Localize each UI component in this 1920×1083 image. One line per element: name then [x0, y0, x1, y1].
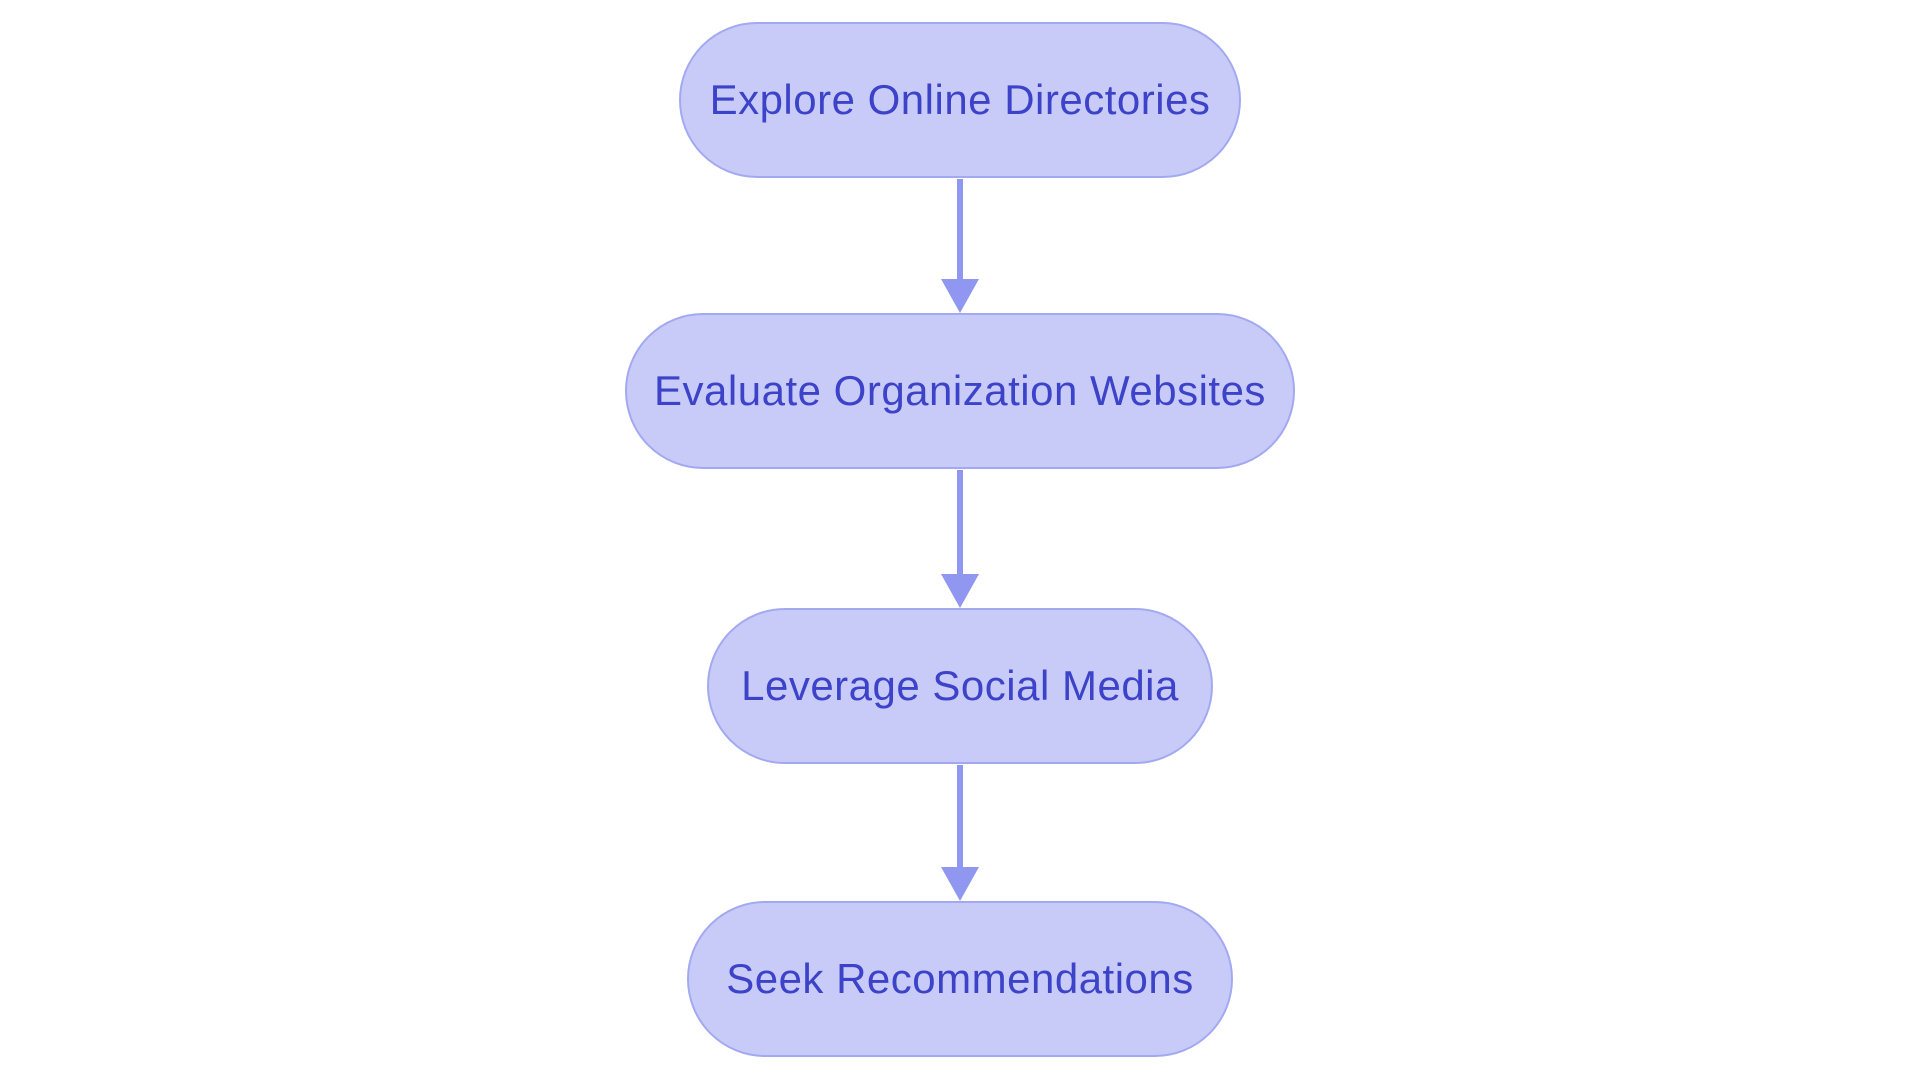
arrowhead-icon [941, 279, 979, 313]
flow-node-seek-recommendations: Seek Recommendations [687, 901, 1233, 1057]
flow-arrow-3 [941, 765, 979, 901]
node-label-seek-recommendations: Seek Recommendations [726, 955, 1194, 1002]
flow-node-explore-online-directories: Explore Online Directories [679, 22, 1241, 178]
node-label-evaluate-organization-websites: Evaluate Organization Websites [654, 367, 1266, 414]
node-label-explore-online-directories: Explore Online Directories [709, 76, 1211, 123]
flow-arrow-1 [941, 179, 979, 313]
flow-arrow-2 [941, 470, 979, 608]
flow-node-leverage-social-media: Leverage Social Media [707, 608, 1213, 764]
arrowhead-icon [941, 867, 979, 901]
flow-node-evaluate-organization-websites: Evaluate Organization Websites [625, 313, 1295, 469]
arrowhead-icon [941, 574, 979, 608]
node-label-leverage-social-media: Leverage Social Media [741, 662, 1179, 709]
